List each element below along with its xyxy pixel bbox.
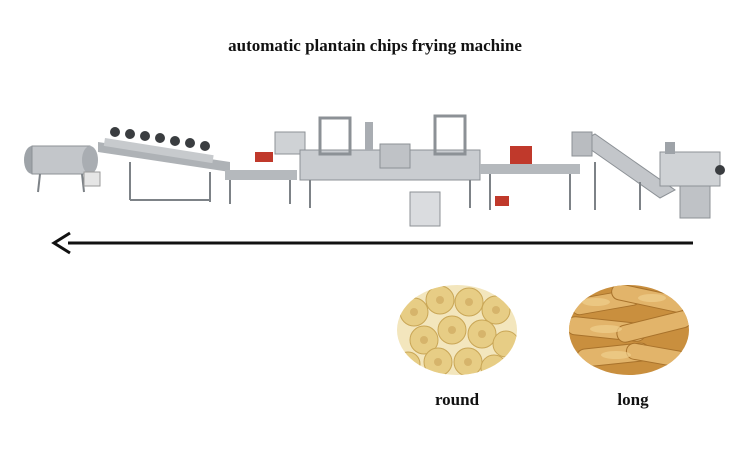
round-plantain-chips-photo [397,285,517,375]
process-flow-arrow [51,231,693,255]
page-title: automatic plantain chips frying machine [228,36,522,55]
elevator-conveyor [571,131,676,210]
long-chips-label: long [617,390,649,409]
seasoning-drum [24,145,101,193]
conveyor-1 [225,152,297,204]
round-chips-label: round [434,390,480,409]
conveyor-2 [480,146,580,210]
production-line-illustration [24,114,725,227]
slicer-machine [659,142,725,219]
continuous-fryer [274,114,481,227]
long-plantain-chips-photo [569,285,689,375]
air-cooling-fans [98,127,230,202]
